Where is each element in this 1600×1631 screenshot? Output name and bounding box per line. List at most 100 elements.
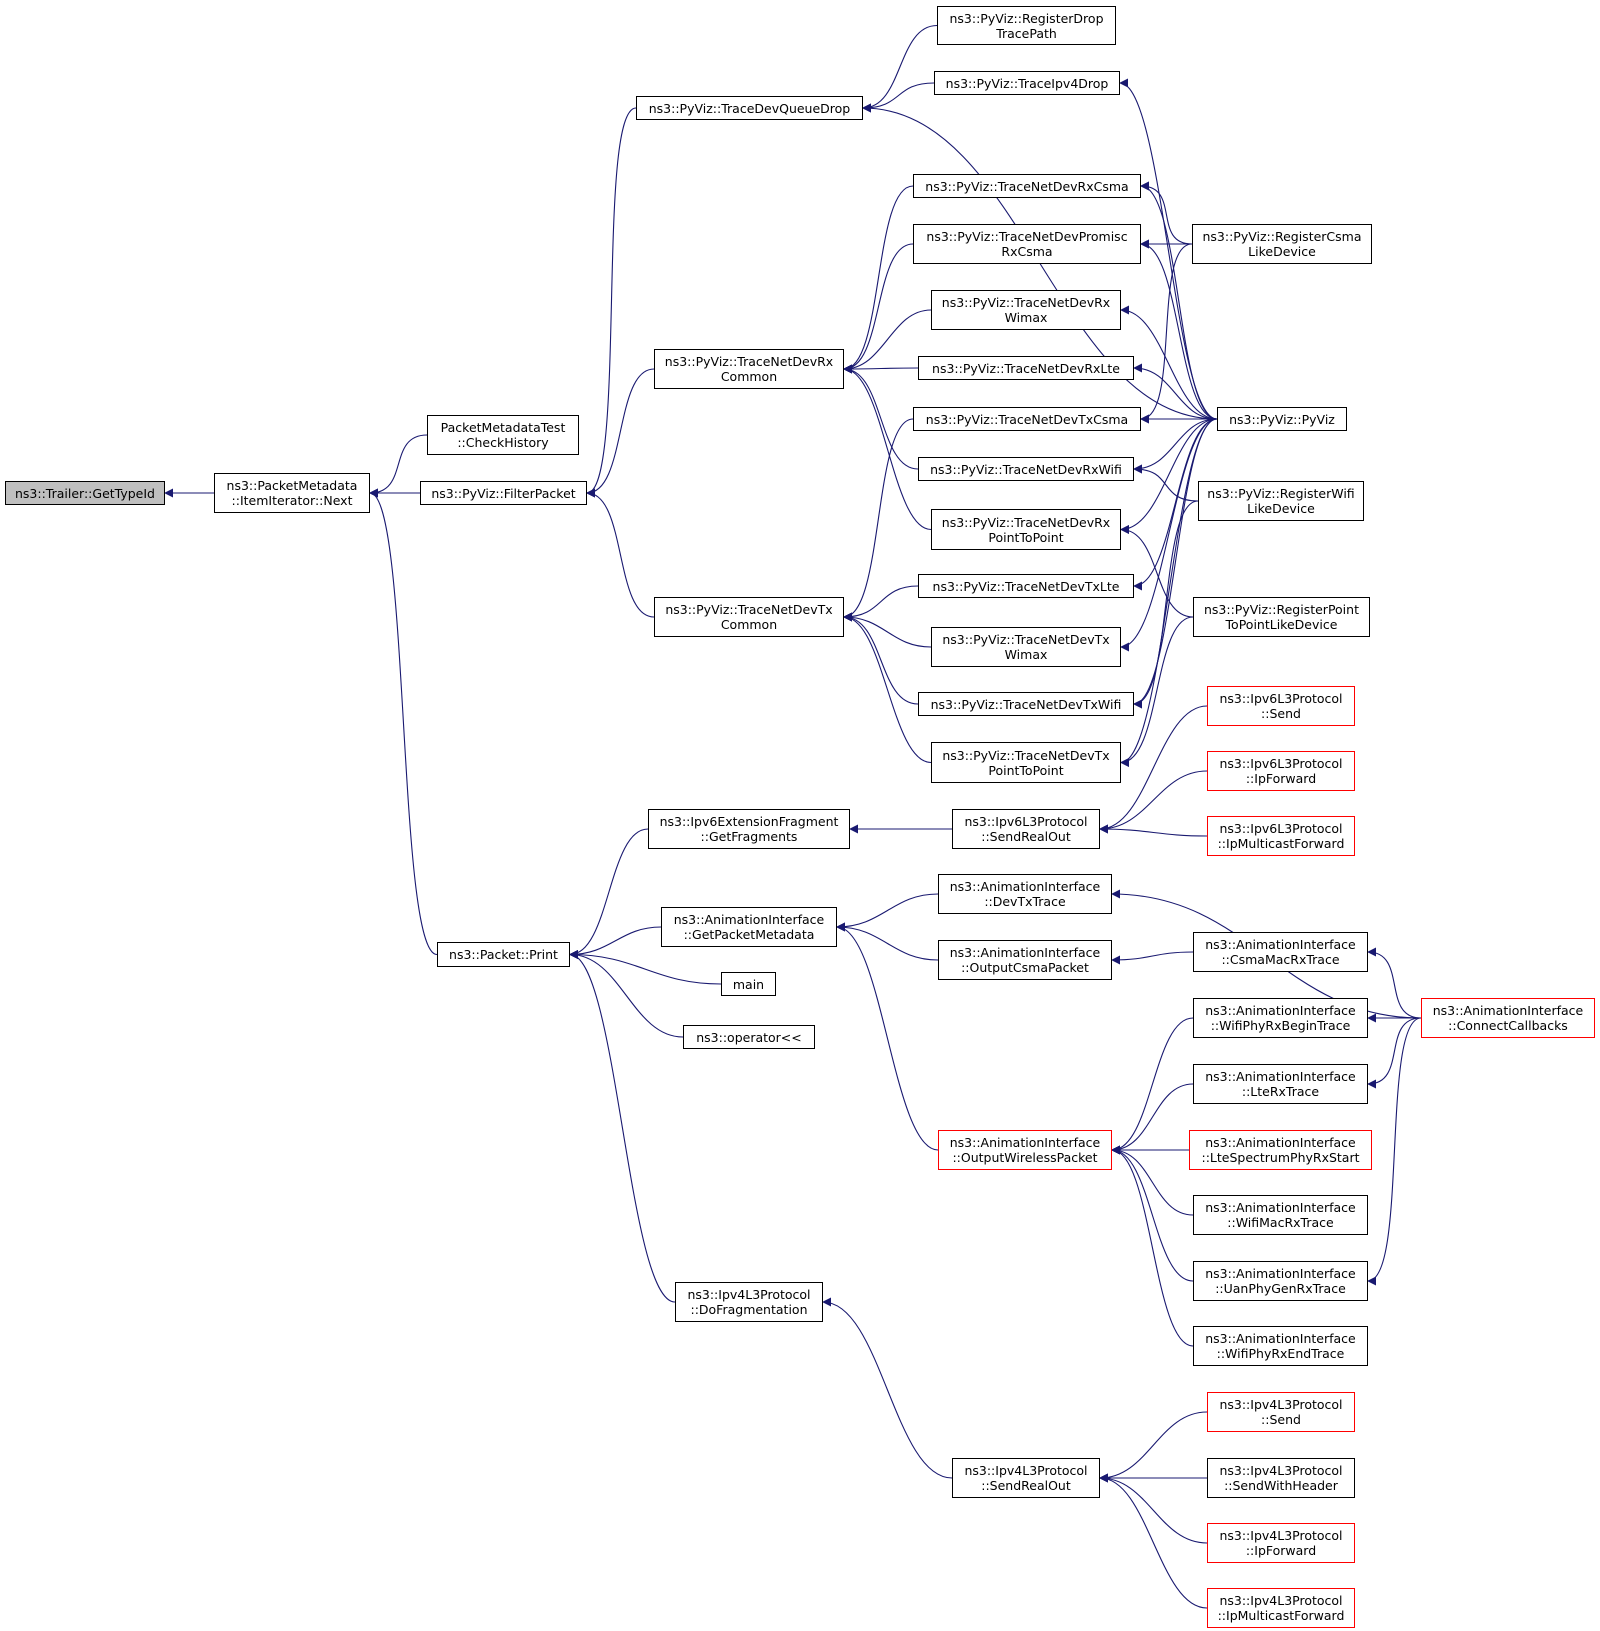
node-ipv6extensionfragment-getfragments[interactable]: ns3::Ipv6ExtensionFragment ::GetFragment… bbox=[648, 809, 850, 849]
node-pyviz-tracenetdevtxpointtopoint[interactable]: ns3::PyViz::TraceNetDevTx PointToPoint bbox=[931, 742, 1121, 783]
edge-anim_csmamacrxtrace-to-anim_outputcsmapacket bbox=[1111, 951, 1194, 965]
node-ipv4l3protocol-ipmulticastforward[interactable]: ns3::Ipv4L3Protocol ::IpMulticastForward bbox=[1207, 1588, 1355, 1628]
edge-pyviz_tracenetdevrxlte-to-pyviz_tracenetdevrxcommon bbox=[843, 364, 919, 374]
node-ipv6l3protocol-ipmulticastforward[interactable]: ns3::Ipv6L3Protocol ::IpMulticastForward bbox=[1207, 816, 1355, 856]
node-pyviz-tracenetdevtxlte[interactable]: ns3::PyViz::TraceNetDevTxLte bbox=[918, 574, 1134, 598]
edge-pyviz_traceipv4drop-to-pyviz_tracedevqueuedrop bbox=[862, 82, 935, 113]
node-animationinterface-wifiphyrxendtrace[interactable]: ns3::AnimationInterface ::WifiPhyRxEndTr… bbox=[1193, 1326, 1368, 1366]
edge-pyviz_pyviz-to-pyviz_tracenetdevrxwifi bbox=[1133, 418, 1218, 474]
node-pyviz-registerpointtopointlikedevice[interactable]: ns3::PyViz::RegisterPoint ToPointLikeDev… bbox=[1193, 597, 1370, 637]
edge-pyviz_pyviz-to-pyviz_tracenetdevtxwimax bbox=[1120, 418, 1218, 652]
edge-pyviz_tracenetdevrxwimax-to-pyviz_tracenetdevrxcommon bbox=[843, 309, 932, 374]
edge-packetmetadatatest_checkhistory-to-packetmetadata_next bbox=[369, 434, 428, 498]
node-pyviz-filterpacket[interactable]: ns3::PyViz::FilterPacket bbox=[420, 481, 587, 505]
edge-pyviz_pyviz-to-pyviz_tracenetdevtxlte bbox=[1133, 418, 1218, 591]
node-animationinterface-devtxtrace[interactable]: ns3::AnimationInterface ::DevTxTrace bbox=[938, 874, 1112, 914]
node-pyviz-tracenetdevtxwifi[interactable]: ns3::PyViz::TraceNetDevTxWifi bbox=[918, 692, 1134, 716]
node-pyviz-tracenetdevtxcommon[interactable]: ns3::PyViz::TraceNetDevTx Common bbox=[654, 597, 844, 637]
node-animationinterface-wifimacrxtrace[interactable]: ns3::AnimationInterface ::WifiMacRxTrace bbox=[1193, 1195, 1368, 1235]
node-ipv6l3protocol-sendrealout[interactable]: ns3::Ipv6L3Protocol ::SendRealOut bbox=[952, 809, 1100, 849]
edge-ipv6l3_ipforward-to-ipv6l3_sendrealout bbox=[1099, 770, 1208, 834]
edge-anim_wifiphyrxendtrace-to-anim_outputwirelesspacket bbox=[1111, 1145, 1194, 1347]
edge-ipv4l3_dofragmentation-to-packet_print bbox=[569, 950, 676, 1303]
edge-pyviz_tracenetdevtxcommon-to-pyviz_filterpacket bbox=[586, 488, 655, 618]
edge-ipv4l3_send-to-ipv4l3_sendrealout bbox=[1099, 1411, 1208, 1483]
edge-pyviz_tracenetdevrxwifi-to-pyviz_tracenetdevrxcommon bbox=[843, 364, 919, 470]
node-pyviz-registercsmalikedevice[interactable]: ns3::PyViz::RegisterCsma LikeDevice bbox=[1192, 224, 1372, 264]
edge-pyviz_registerwifilikedevice-to-pyviz_tracenetdevtxwifi bbox=[1133, 500, 1199, 709]
node-packetmetadatatest-checkhistory[interactable]: PacketMetadataTest ::CheckHistory bbox=[427, 415, 579, 455]
edge-pyviz_tracenetdevrxpointtopoint-to-pyviz_tracenetdevrxcommon bbox=[843, 364, 932, 531]
edge-anim_uanphygenrxtrace-to-anim_outputwirelesspacket bbox=[1111, 1145, 1194, 1282]
edge-pyviz_pyviz-to-pyviz_tracenetdevrxlte bbox=[1133, 363, 1218, 420]
edge-main-to-packet_print bbox=[569, 950, 722, 985]
edge-pyviz_tracenetdevtxpointtopoint-to-pyviz_tracenetdevtxcommon bbox=[843, 612, 932, 764]
edge-pyviz_registercsmalikedevice-to-pyviz_tracenetdevtxcsma bbox=[1140, 243, 1193, 424]
node-pyviz-tracenetdevrxwifi[interactable]: ns3::PyViz::TraceNetDevRxWifi bbox=[918, 457, 1134, 481]
node-animationinterface-ltespectrumphyrxstart[interactable]: ns3::AnimationInterface ::LteSpectrumPhy… bbox=[1189, 1130, 1372, 1170]
edge-pyviz_registerdroptracepath-to-pyviz_tracedevqueuedrop bbox=[862, 24, 938, 113]
node-pyviz-traceipv4drop[interactable]: ns3::PyViz::TraceIpv4Drop bbox=[934, 71, 1120, 95]
node-pyviz-registerwifilikedevice[interactable]: ns3::PyViz::RegisterWifi LikeDevice bbox=[1198, 481, 1364, 521]
node-main[interactable]: main bbox=[721, 972, 776, 996]
node-pyviz-tracenetdevrxlte[interactable]: ns3::PyViz::TraceNetDevRxLte bbox=[918, 356, 1134, 380]
edge-pyviz_tracenetdevpromiscrxcsma-to-pyviz_tracenetdevrxcommon bbox=[843, 243, 914, 374]
node-animationinterface-outputcsmapacket[interactable]: ns3::AnimationInterface ::OutputCsmaPack… bbox=[938, 940, 1112, 980]
node-animationinterface-csmamacrxtrace[interactable]: ns3::AnimationInterface ::CsmaMacRxTrace bbox=[1193, 932, 1368, 972]
node-pyviz-tracenetdevpromiscrxcsma[interactable]: ns3::PyViz::TraceNetDevPromisc RxCsma bbox=[913, 224, 1141, 264]
node-trailer-gettypeid: ns3::Trailer::GetTypeId bbox=[5, 481, 165, 505]
node-packet-print[interactable]: ns3::Packet::Print bbox=[437, 942, 570, 967]
node-animationinterface-getpacketmetadata[interactable]: ns3::AnimationInterface ::GetPacketMetad… bbox=[661, 907, 837, 947]
edge-pyviz_tracenetdevtxwifi-to-pyviz_tracenetdevtxcommon bbox=[843, 612, 919, 705]
edge-pyviz_registerpointtopointlikedevice-to-pyviz_tracenetdevrxpointtopoint bbox=[1120, 525, 1194, 618]
node-ipv4l3protocol-ipforward[interactable]: ns3::Ipv4L3Protocol ::IpForward bbox=[1207, 1523, 1355, 1563]
node-pyviz-registerdroptracepath[interactable]: ns3::PyViz::RegisterDrop TracePath bbox=[937, 6, 1116, 45]
node-ipv6l3protocol-ipforward[interactable]: ns3::Ipv6L3Protocol ::IpForward bbox=[1207, 751, 1355, 791]
edge-ipv6l3_ipmulticastforward-to-ipv6l3_sendrealout bbox=[1099, 824, 1208, 837]
node-animationinterface-outputwirelesspacket[interactable]: ns3::AnimationInterface ::OutputWireless… bbox=[938, 1130, 1112, 1170]
node-animationinterface-wifiphyrxbegintrace[interactable]: ns3::AnimationInterface ::WifiPhyRxBegin… bbox=[1193, 998, 1368, 1038]
node-ipv6l3protocol-send[interactable]: ns3::Ipv6L3Protocol ::Send bbox=[1207, 686, 1355, 726]
edge-pyviz_pyviz-to-pyviz_tracenetdevpromiscrxcsma bbox=[1140, 239, 1218, 420]
edge-pyviz_tracenetdevtxwimax-to-pyviz_tracenetdevtxcommon bbox=[843, 612, 932, 648]
edge-pyviz_pyviz-to-pyviz_tracenetdevrxwimax bbox=[1120, 305, 1218, 420]
node-ipv4l3protocol-sendwithheader[interactable]: ns3::Ipv4L3Protocol ::SendWithHeader bbox=[1207, 1458, 1355, 1498]
node-ipv4l3protocol-sendrealout[interactable]: ns3::Ipv4L3Protocol ::SendRealOut bbox=[952, 1458, 1100, 1498]
node-pyviz-tracenetdevrxcommon[interactable]: ns3::PyViz::TraceNetDevRx Common bbox=[654, 349, 844, 389]
node-operator-shift[interactable]: ns3::operator<< bbox=[683, 1025, 815, 1049]
edge-operator_shift-to-packet_print bbox=[569, 950, 684, 1038]
edge-pyviz_tracenetdevrxcommon-to-pyviz_filterpacket bbox=[586, 368, 655, 498]
edge-anim_lterxtrace-to-anim_outputwirelesspacket bbox=[1111, 1083, 1194, 1155]
node-ipv4l3protocol-send[interactable]: ns3::Ipv4L3Protocol ::Send bbox=[1207, 1392, 1355, 1432]
node-pyviz-tracedevqueuedrop[interactable]: ns3::PyViz::TraceDevQueueDrop bbox=[636, 96, 863, 120]
edge-anim_connectcallbacks-to-anim_lterxtrace bbox=[1367, 1017, 1422, 1089]
edge-pyviz_registerwifilikedevice-to-pyviz_tracenetdevrxwifi bbox=[1133, 464, 1199, 502]
node-pyviz-tracenetdevrxwimax[interactable]: ns3::PyViz::TraceNetDevRx Wimax bbox=[931, 290, 1121, 330]
edge-pyviz_tracenetdevtxlte-to-pyviz_tracenetdevtxcommon bbox=[843, 585, 919, 622]
node-pyviz-pyviz[interactable]: ns3::PyViz::PyViz bbox=[1217, 407, 1347, 431]
edge-packet_print-to-packetmetadata_next bbox=[369, 488, 438, 956]
edge-ipv6l3_send-to-ipv6l3_sendrealout bbox=[1099, 705, 1208, 834]
node-packetmetadata-itemiterator-next[interactable]: ns3::PacketMetadata ::ItemIterator::Next bbox=[214, 473, 370, 513]
node-pyviz-tracenetdevrxcsma[interactable]: ns3::PyViz::TraceNetDevRxCsma bbox=[913, 174, 1141, 198]
node-pyviz-tracenetdevrxpointtopoint[interactable]: ns3::PyViz::TraceNetDevRx PointToPoint bbox=[931, 509, 1121, 550]
node-animationinterface-connectcallbacks[interactable]: ns3::AnimationInterface ::ConnectCallbac… bbox=[1421, 998, 1595, 1038]
edge-pyviz_pyviz-to-pyviz_tracenetdevrxpointtopoint bbox=[1120, 418, 1218, 534]
node-animationinterface-lterxtrace[interactable]: ns3::AnimationInterface ::LteRxTrace bbox=[1193, 1064, 1368, 1104]
edge-anim_outputwirelesspacket-to-anim_getpacketmetadata bbox=[836, 922, 939, 1151]
edge-ipv4l3_sendrealout-to-ipv4l3_dofragmentation bbox=[822, 1297, 953, 1479]
edge-anim_wifimacrxtrace-to-anim_outputwirelesspacket bbox=[1111, 1145, 1194, 1216]
edge-pyviz_pyviz-to-pyviz_tracenetdevrxcsma bbox=[1140, 181, 1218, 420]
node-pyviz-tracenetdevtxcsma[interactable]: ns3::PyViz::TraceNetDevTxCsma bbox=[913, 407, 1141, 431]
node-pyviz-tracenetdevtxwimax[interactable]: ns3::PyViz::TraceNetDevTx Wimax bbox=[931, 627, 1121, 667]
edge-pyviz_tracenetdevrxcsma-to-pyviz_tracenetdevrxcommon bbox=[843, 185, 914, 374]
node-animationinterface-uanphygenrxtrace[interactable]: ns3::AnimationInterface ::UanPhyGenRxTra… bbox=[1193, 1261, 1368, 1301]
edge-anim_connectcallbacks-to-anim_uanphygenrxtrace bbox=[1367, 1017, 1422, 1286]
edge-anim_connectcallbacks-to-anim_csmamacrxtrace bbox=[1367, 947, 1422, 1019]
edge-anim_getpacketmetadata-to-packet_print bbox=[569, 926, 662, 959]
node-ipv4l3protocol-dofragmentation[interactable]: ns3::Ipv4L3Protocol ::DoFragmentation bbox=[675, 1282, 823, 1322]
edge-ipv4l3_ipforward-to-ipv4l3_sendrealout bbox=[1099, 1473, 1208, 1544]
edge-anim_outputcsmapacket-to-anim_getpacketmetadata bbox=[836, 922, 939, 961]
